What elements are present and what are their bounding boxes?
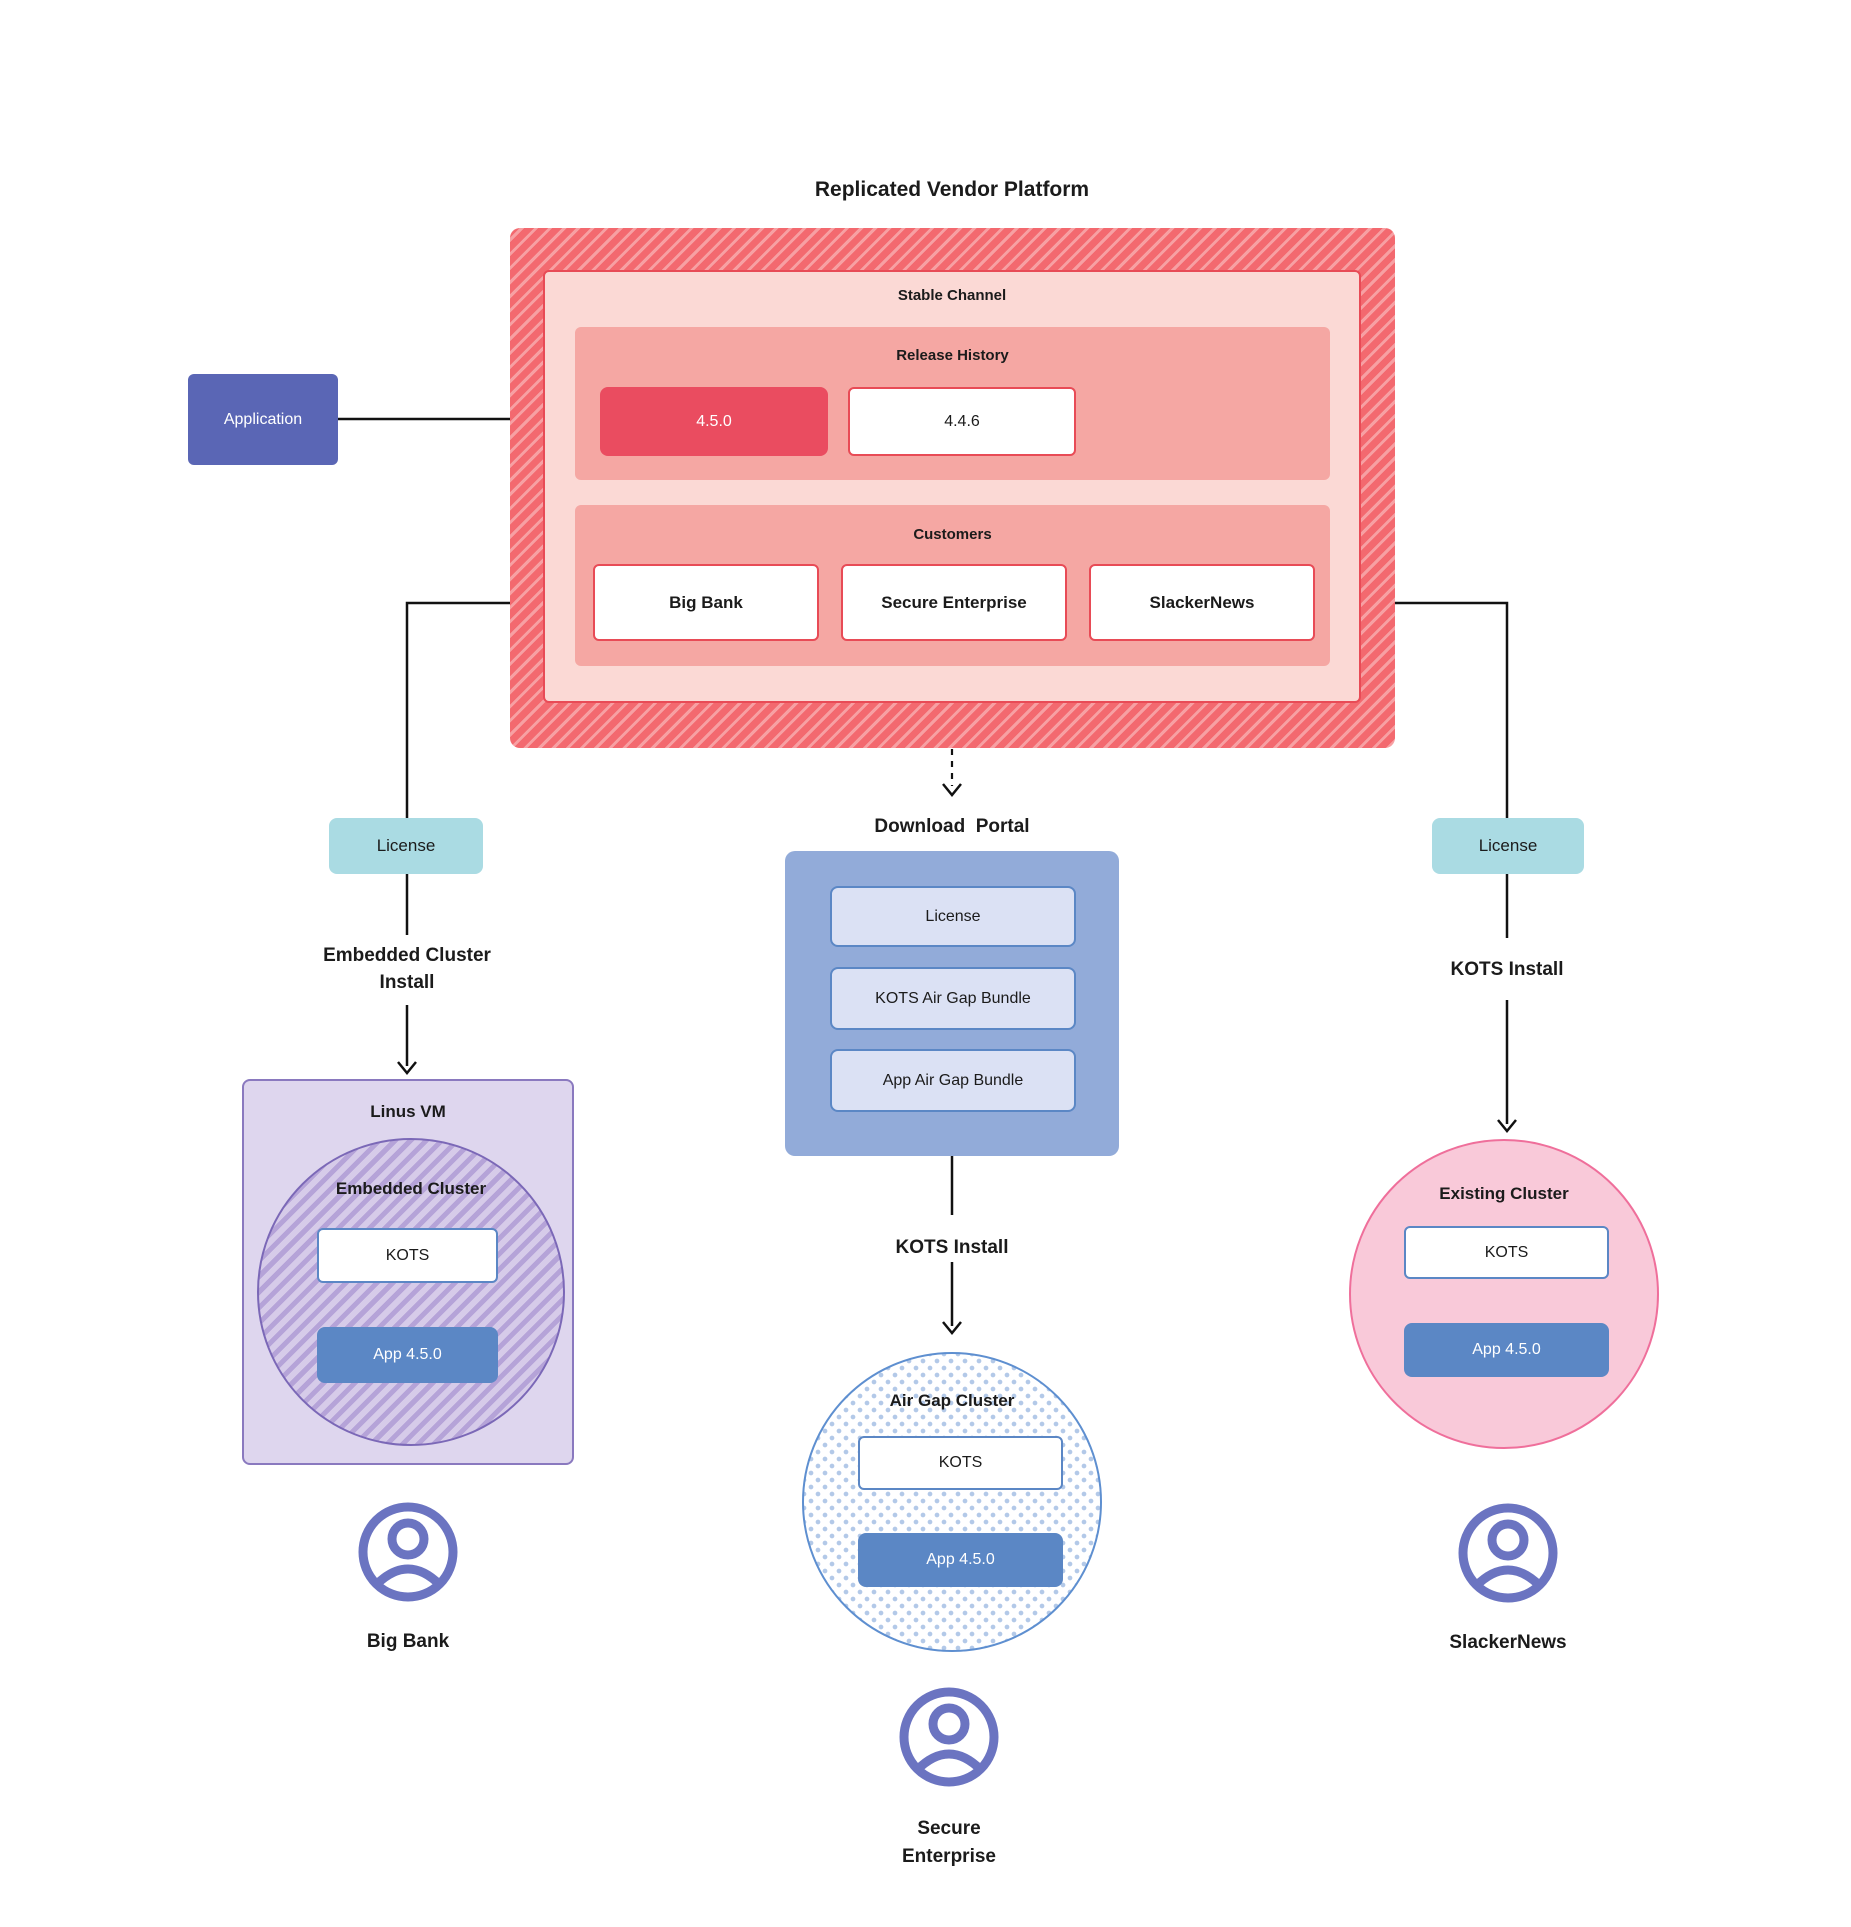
big-bank-user-label: Big Bank	[366, 1631, 450, 1652]
diagram-title: Replicated Vendor Platform	[814, 178, 1090, 201]
license-badge-right: License	[1432, 818, 1584, 874]
portal-item-kots-bundle: KOTS Air Gap Bundle	[830, 967, 1076, 1030]
embedded-cluster-label: Embedded Cluster	[335, 1179, 487, 1198]
user-icon	[358, 1502, 458, 1602]
secure-user-label-line2: Enterprise	[902, 1846, 996, 1867]
customer-secure-enterprise: Secure Enterprise	[841, 564, 1067, 641]
customers-label: Customers	[913, 526, 992, 543]
customer-big-bank: Big Bank	[593, 564, 819, 641]
license-badge-left: License	[329, 818, 483, 874]
install-label-line1: Embedded Cluster	[323, 945, 491, 966]
release-4-5-0: 4.5.0	[600, 387, 828, 456]
release-history-label: Release History	[896, 347, 1009, 364]
install-label-line2: Install	[379, 972, 435, 993]
user-icon	[899, 1687, 999, 1787]
user-icon	[1458, 1503, 1558, 1603]
portal-item-license: License	[830, 886, 1076, 947]
customer-slackernews: SlackerNews	[1089, 564, 1315, 641]
app-box-embedded: App 4.5.0	[317, 1327, 498, 1383]
app-box-existing: App 4.5.0	[1404, 1323, 1609, 1377]
kots-install-label-right: KOTS Install	[1450, 959, 1564, 980]
kots-box-embedded: KOTS	[317, 1228, 498, 1283]
embedded-cluster-install-label: Embedded Cluster Install	[257, 942, 557, 996]
existing-cluster-circle	[1349, 1139, 1659, 1449]
download-portal-label: Download Portal	[874, 816, 1030, 837]
slackernews-user-label: SlackerNews	[1449, 1632, 1567, 1653]
kots-box-existing: KOTS	[1404, 1226, 1609, 1279]
application-box: Application	[188, 374, 338, 465]
secure-user-label-line1: Secure	[917, 1818, 981, 1839]
air-gap-cluster-label: Air Gap Cluster	[889, 1391, 1015, 1410]
app-box-airgap: App 4.5.0	[858, 1533, 1063, 1587]
existing-cluster-label: Existing Cluster	[1439, 1184, 1569, 1203]
secure-enterprise-user-label: Secure Enterprise	[799, 1815, 1099, 1871]
portal-item-app-bundle: App Air Gap Bundle	[830, 1049, 1076, 1112]
embedded-cluster-circle	[257, 1138, 565, 1446]
linus-vm-label: Linus VM	[370, 1102, 446, 1121]
air-gap-cluster-circle	[802, 1352, 1102, 1652]
release-4-4-6: 4.4.6	[848, 387, 1076, 456]
stable-channel-label: Stable Channel	[897, 287, 1007, 304]
kots-install-label-middle: KOTS Install	[895, 1237, 1009, 1258]
kots-box-airgap: KOTS	[858, 1436, 1063, 1490]
